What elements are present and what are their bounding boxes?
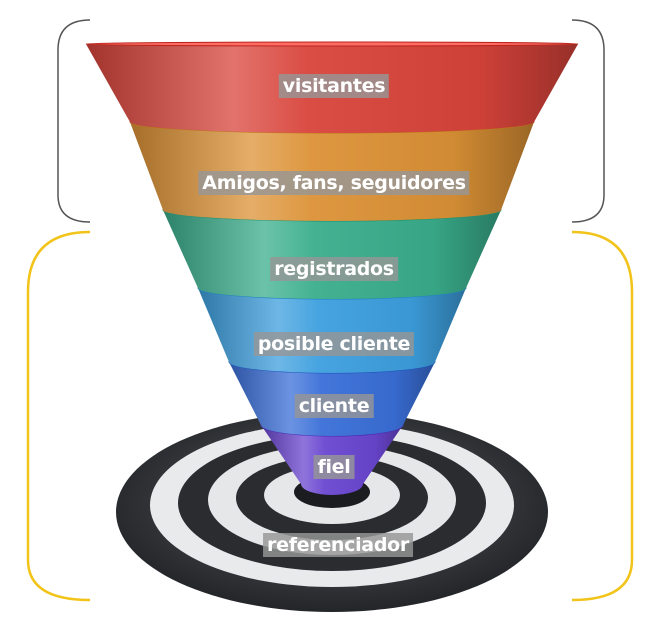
top-bracket-right xyxy=(571,19,605,223)
bottom-bracket-right xyxy=(571,230,634,602)
bottom-bracket xyxy=(26,230,91,602)
stage-label-3: registrados xyxy=(270,257,398,281)
stage-label-2: Amigos, fans, seguidores xyxy=(198,171,470,195)
stage-label-5: cliente xyxy=(294,394,374,418)
stage-label-4: posible cliente xyxy=(253,332,415,356)
stage-label-1: visitantes xyxy=(278,74,390,98)
target-label: referenciador xyxy=(263,533,413,557)
top-bracket xyxy=(57,19,91,223)
stage-label-6: fiel xyxy=(313,455,355,479)
